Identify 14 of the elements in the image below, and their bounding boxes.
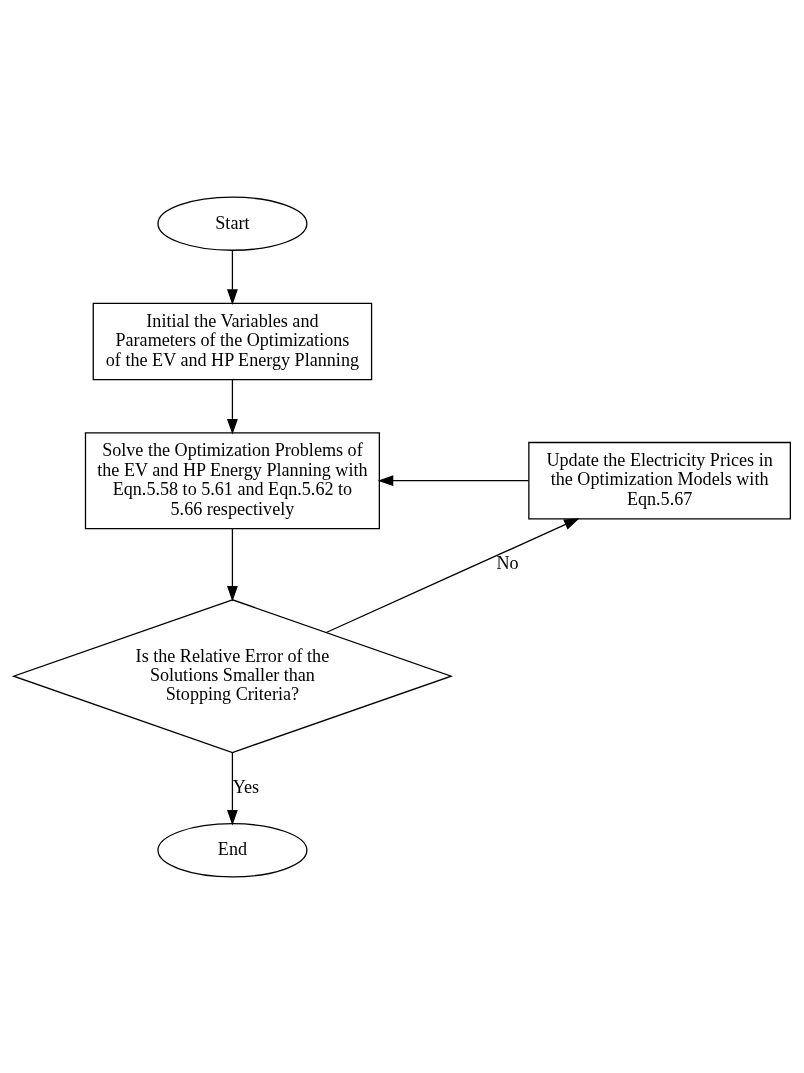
arrow (227, 751, 238, 825)
node-ellipse: Start (157, 196, 308, 251)
arrow (227, 249, 238, 305)
arrow (227, 378, 238, 435)
arrow (325, 517, 580, 633)
edge-label: No (496, 552, 519, 573)
node-diamond: Is the Relative Error of the Solutions Smaller than Stopping Criteria? (11, 598, 454, 753)
node-box: Solve the Optimization Problems of the EV and HP Energy Planning with Eqn.5.58 to 5.61 and Eqn.5.62 to 5.66 respectively (84, 431, 380, 529)
edge-label: Yes (232, 776, 260, 797)
node-ellipse: End (157, 822, 308, 877)
node-box: Update the Electricity Prices in the Optimization Models with Eqn.5.67 (528, 441, 791, 520)
arrow (227, 527, 238, 602)
node-box: Initial the Variables and Parameters of the Optimizations of the EV and HP Energy Planning (92, 302, 373, 380)
arrow (377, 474, 530, 486)
